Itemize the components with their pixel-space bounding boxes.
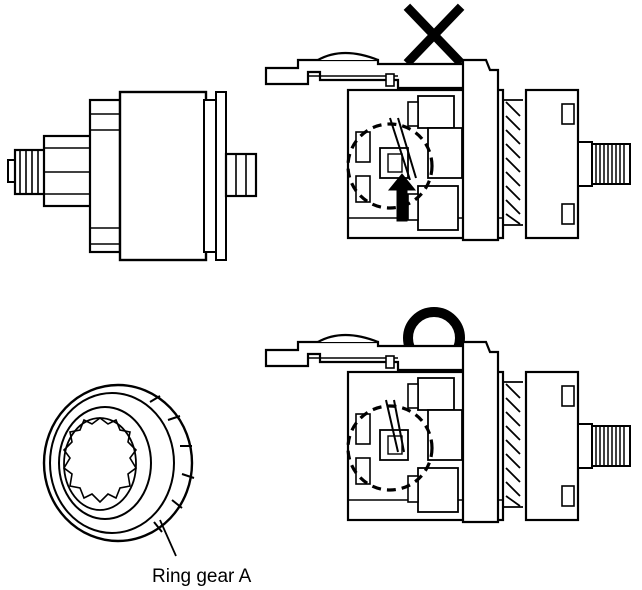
arrow-up-icon <box>387 173 417 222</box>
ring-gear-a <box>42 383 195 557</box>
ring-gear-label: Ring gear A <box>152 566 252 587</box>
actuator-incorrect-view <box>264 51 632 242</box>
actuator-correct-view <box>264 333 632 524</box>
cross-mark-icon <box>403 3 465 67</box>
gear-assembly-side-view <box>7 90 258 262</box>
